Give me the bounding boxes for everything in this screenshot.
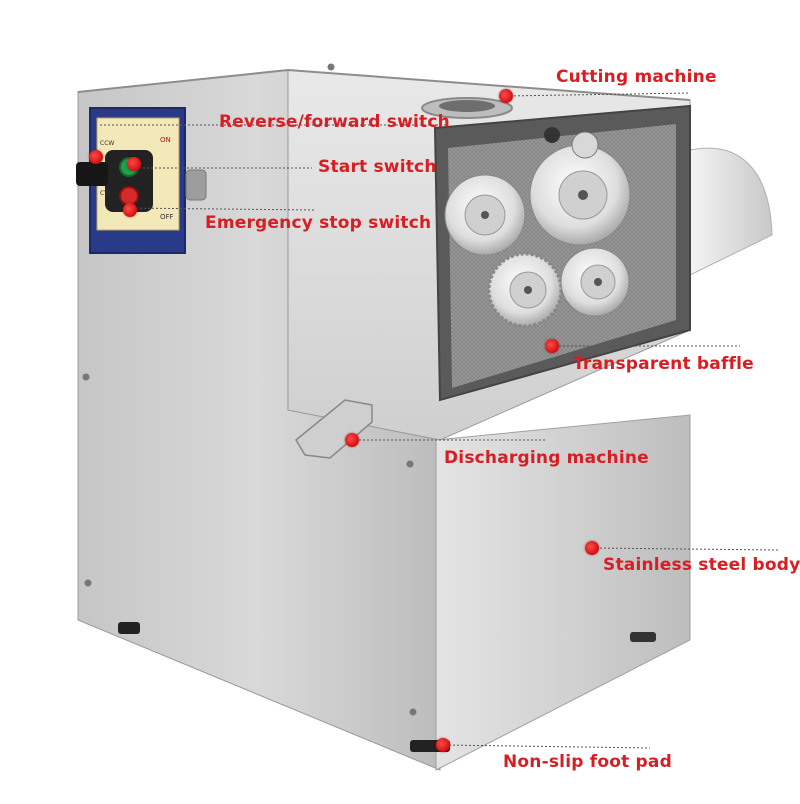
label-cutting-machine: Cutting machine (556, 67, 717, 87)
marker-emergency-stop-switch (123, 203, 137, 217)
marker-stainless-steel-body (585, 541, 599, 555)
label-emergency-stop-switch: Emergency stop switch (205, 213, 432, 233)
marker-reverse-forward-switch (89, 150, 103, 164)
marker-transparent-baffle (545, 339, 559, 353)
body-right-face (435, 414, 691, 771)
label-start-switch: Start switch (318, 157, 437, 177)
marker-discharging-machine (345, 433, 359, 447)
output-chute (689, 147, 773, 276)
label-non-slip-foot-pad: Non-slip foot pad (503, 752, 672, 772)
foot-left-front (118, 622, 140, 634)
label-reverse-forward-switch: Reverse/forward switch (219, 112, 450, 132)
panel-cw-text: CW (100, 190, 111, 197)
marker-non-slip-foot-pad (436, 738, 450, 752)
foot-right-back (630, 632, 656, 642)
panel-on-text: ON (160, 136, 171, 144)
panel-off-text: OFF (160, 213, 174, 221)
marker-cutting-machine (499, 89, 513, 103)
panel-ccw-text: CCW (100, 140, 115, 147)
discharge-spout (295, 399, 373, 459)
marker-start-switch (127, 157, 141, 171)
label-discharging-machine: Discharging machine (444, 448, 649, 468)
label-stainless-steel-body: Stainless steel body (603, 555, 800, 575)
label-transparent-baffle: Transparent baffle (573, 354, 754, 374)
